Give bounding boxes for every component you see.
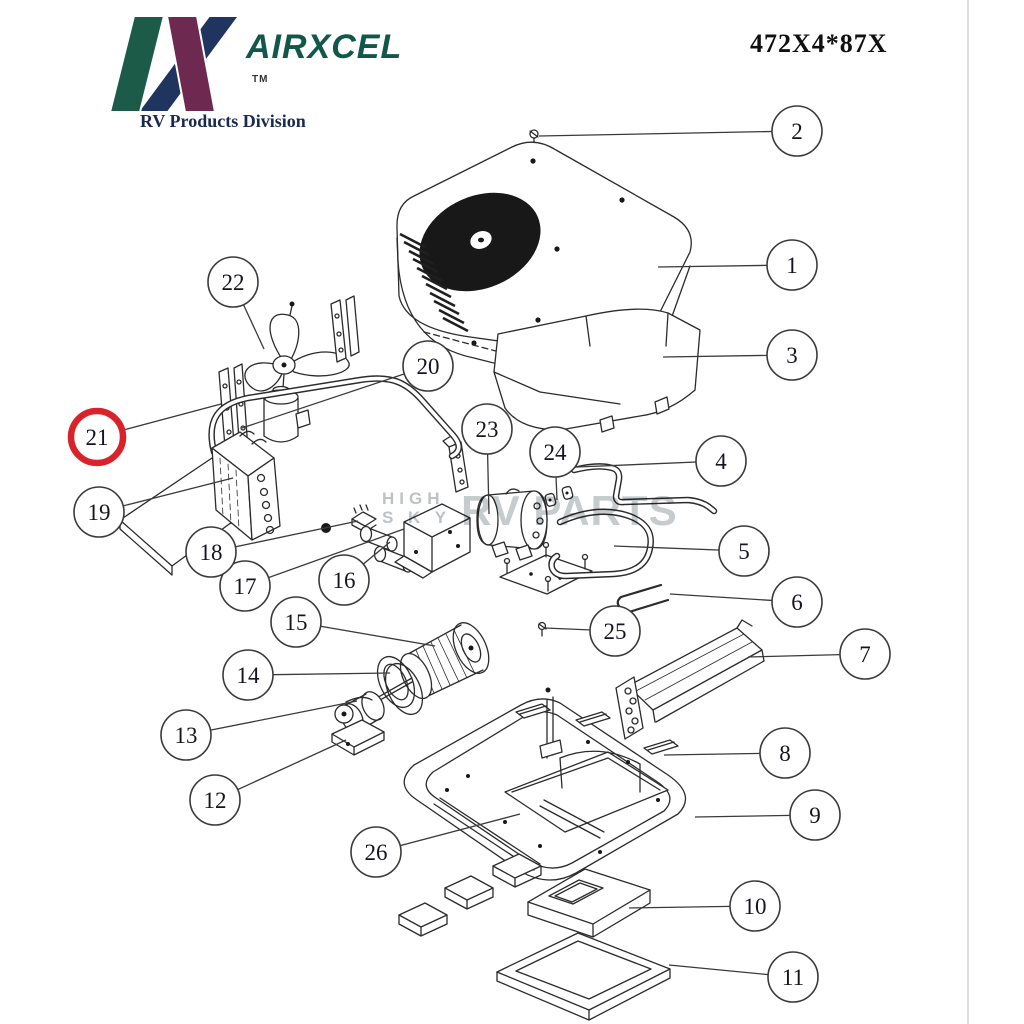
callout-1	[766, 239, 818, 291]
division-label: RV Products Division	[140, 111, 306, 131]
airxcel-logo-mark	[108, 15, 241, 113]
shroud-louvers	[399, 232, 469, 333]
drawing-discharge-tube	[570, 463, 718, 515]
callout-22	[207, 256, 259, 308]
drawing-condenser-coil	[119, 430, 281, 576]
callout-19	[73, 486, 125, 538]
drawing-blower-assembly	[331, 622, 490, 756]
callout-number-14: 14	[237, 663, 261, 688]
drawing-gasket-frame	[496, 932, 671, 1021]
callout-23	[461, 403, 513, 455]
callout-6	[771, 576, 823, 628]
callout-17	[219, 560, 271, 612]
drawing-base-pan	[403, 696, 687, 881]
callout-number-15: 15	[285, 610, 308, 635]
callout-15	[270, 596, 322, 648]
callout-number-12: 12	[204, 788, 227, 813]
callout-20	[402, 340, 454, 392]
drawing-screw-25	[537, 621, 551, 693]
callout-16	[318, 554, 370, 606]
callout-number-1: 1	[786, 253, 798, 278]
drawing-grommets	[544, 485, 574, 507]
callout-number-11: 11	[782, 965, 804, 990]
leader-line-13	[185, 700, 358, 736]
drawing-compressor	[476, 488, 593, 595]
callout-25	[589, 605, 641, 657]
callout-number-26: 26	[365, 840, 388, 865]
drawing-electrical-parts	[321, 504, 414, 573]
leader-line-20	[241, 365, 429, 429]
callout-number-24: 24	[544, 440, 568, 465]
leader-line-17	[244, 528, 405, 587]
callout-10	[729, 880, 781, 932]
callout-24	[529, 426, 581, 478]
callout-number-10: 10	[744, 894, 767, 919]
leader-line-2	[538, 130, 798, 137]
part-number: 472X4*87X	[750, 29, 888, 58]
callout-number-13: 13	[175, 723, 198, 748]
callout-number-2: 2	[791, 119, 803, 144]
callout-number-6: 6	[791, 590, 803, 615]
trademark-superscript: TM	[252, 74, 269, 85]
page-edge-rule	[967, 0, 969, 1024]
drawing-inner-shroud	[493, 308, 701, 433]
callout-13	[160, 709, 212, 761]
highlighted-callout-21	[67, 407, 127, 467]
callout-layer: 1234567891011121314151617181920212223242…	[67, 105, 891, 1003]
callout-number-7: 7	[859, 642, 871, 667]
callout-9	[789, 789, 841, 841]
callout-number-9: 9	[809, 803, 821, 828]
callout-18	[185, 526, 237, 578]
callout-5	[718, 525, 770, 577]
callout-26	[350, 826, 402, 878]
callout-number-23: 23	[476, 417, 499, 442]
brand-wordmark: AIRXCEL	[246, 28, 403, 66]
callout-8	[759, 727, 811, 779]
callout-12	[189, 774, 241, 826]
callout-number-18: 18	[200, 540, 223, 565]
callout-number-5: 5	[738, 539, 750, 564]
callout-7	[839, 628, 891, 680]
callout-14	[222, 649, 274, 701]
drawing-bracket-box	[394, 503, 471, 579]
callout-number-25: 25	[604, 619, 627, 644]
drawing-tube-loop	[208, 375, 462, 460]
callout-number-20: 20	[417, 354, 440, 379]
callout-number-3: 3	[786, 343, 798, 368]
drawing-foam-blocks	[398, 853, 542, 937]
callout-number-17: 17	[234, 574, 257, 599]
callout-2	[771, 105, 823, 157]
callout-number-4: 4	[715, 449, 727, 474]
callout-number-19: 19	[88, 500, 111, 525]
callout-number-16: 16	[333, 568, 356, 593]
drawing-gasket-foam	[527, 868, 651, 938]
callout-11	[767, 951, 819, 1003]
drawing-evaporator-coil	[615, 619, 765, 740]
callout-number-22: 22	[222, 270, 245, 295]
callout-4	[695, 435, 747, 487]
drawing-condenser-fan	[244, 301, 350, 443]
callout-number-8: 8	[779, 741, 791, 766]
drawing-suction-tube	[548, 508, 654, 580]
callout-number-21: 21	[86, 425, 109, 450]
callout-3	[766, 329, 818, 381]
